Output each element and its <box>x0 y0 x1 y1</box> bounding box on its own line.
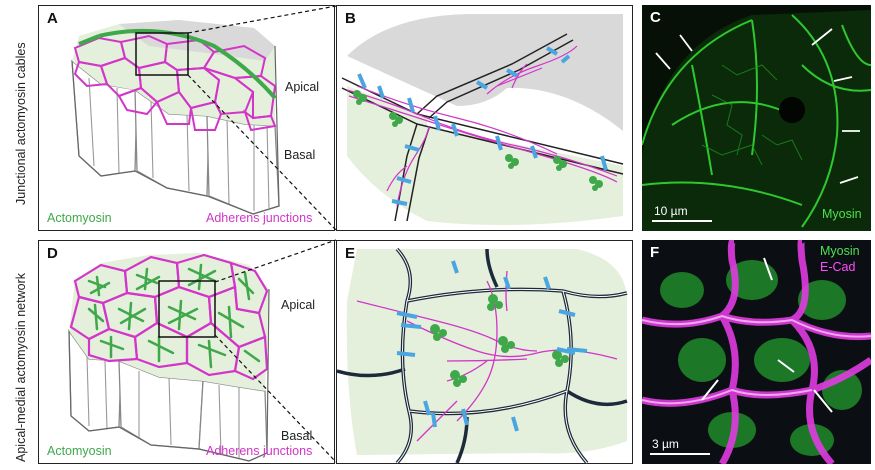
apical-label: Apical <box>281 298 316 312</box>
basal-label: Basal <box>284 148 316 162</box>
legend-actomyosin: Actomyosin <box>47 444 112 458</box>
scale-bar-label: 3 µm <box>652 437 679 451</box>
basal-label: Basal <box>281 429 313 443</box>
channel-label-ecad: E-Cad <box>820 260 856 274</box>
channel-label-myosin: Myosin <box>820 244 860 258</box>
channel-label-myosin: Myosin <box>822 207 862 221</box>
medial-network-zoom <box>337 247 628 465</box>
panel-a: A Apical Basal Actomyosin Adherens junct… <box>38 5 335 231</box>
junctional-cable-zoom <box>341 14 624 225</box>
panel-letter: B <box>345 10 356 27</box>
row-label-apical-medial: Apical-medial actomyosin network <box>14 273 28 462</box>
row-label-junctional: Junctional actomyosin cables <box>14 42 28 205</box>
myosin-micrograph <box>642 5 871 231</box>
scale-bar <box>652 220 712 222</box>
panel-letter: A <box>47 10 58 27</box>
legend-adherens-junctions: Adherens junctions <box>206 444 313 458</box>
panel-letter: D <box>47 245 58 262</box>
legend-actomyosin: Actomyosin <box>47 211 112 225</box>
panel-b: B <box>336 5 633 231</box>
panel-letter: C <box>650 9 661 26</box>
panel-e: E <box>336 240 633 465</box>
scale-bar <box>650 453 710 455</box>
panel-letter: F <box>650 244 660 261</box>
panel-d: D Apical Basal Actomyosin Adherens junct… <box>38 240 335 464</box>
myosin-ecad-micrograph <box>642 240 871 464</box>
epithelium-junctional-diagram <box>71 20 280 215</box>
apical-label: Apical <box>285 80 320 94</box>
scale-bar-label: 10 µm <box>654 204 688 218</box>
legend-adherens-junctions: Adherens junctions <box>206 211 313 225</box>
panel-letter: E <box>345 245 356 262</box>
panel-f-micrograph: F Myosin E-Cad 3 µm <box>642 240 871 464</box>
panel-c-micrograph: C 10 µm Myosin <box>642 5 871 231</box>
